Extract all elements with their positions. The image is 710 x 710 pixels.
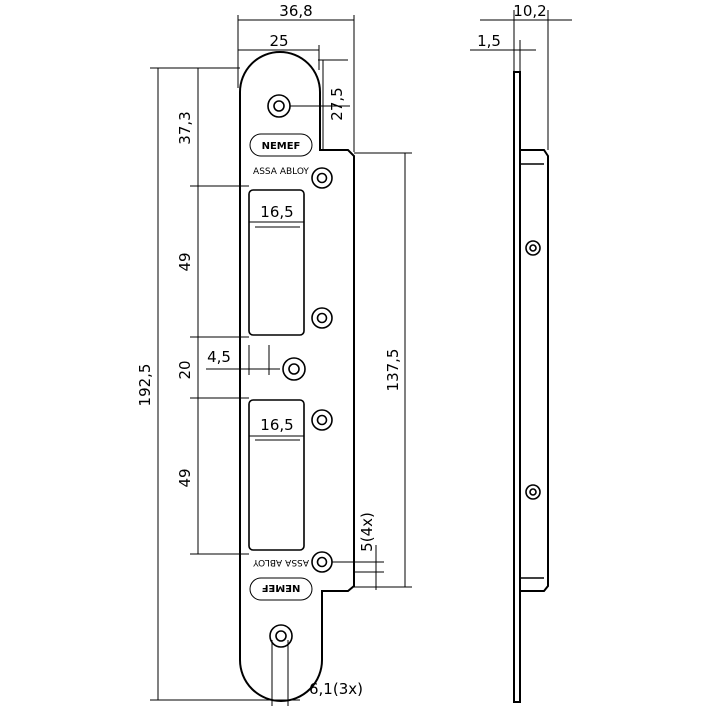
- dim-top-height: 37,3: [176, 111, 194, 144]
- svg-text:ASSA ABLOY: ASSA ABLOY: [253, 167, 309, 177]
- screw-hole-flange-3: [311, 409, 333, 431]
- front-dimensions: 36,8 25 192,5 37,3 49 20 49 16,5 16,5: [136, 2, 412, 706]
- side-view: [513, 71, 549, 703]
- screw-hole-flange-2: [311, 307, 333, 329]
- dim-flange-height: 137,5: [384, 349, 402, 392]
- side-flange: [520, 149, 549, 592]
- dim-hole-diameter: 6,1(3x): [309, 680, 363, 698]
- dim-lower-slot-width: 16,5: [260, 416, 293, 434]
- dim-side-thickness: 1,5: [477, 32, 501, 50]
- side-plate: [513, 71, 521, 703]
- dim-inner-width: 25: [269, 32, 288, 50]
- dim-lower-slot-height: 49: [176, 468, 194, 487]
- dim-upper-slot-height: 49: [176, 252, 194, 271]
- side-hole-lower: [525, 484, 541, 500]
- dim-hole-spacing: 5(4x): [358, 512, 376, 552]
- brand-logo-bottom: NEMEF ASSA ABLOY: [249, 557, 313, 601]
- side-hole-upper: [525, 240, 541, 256]
- front-view: NEMEF ASSA ABLOY NEMEF ASSA ABLOY: [239, 51, 355, 702]
- dim-hole-offset: 27,5: [328, 87, 346, 120]
- svg-text:NEMEF: NEMEF: [262, 582, 301, 593]
- upper-strike-slot: [248, 189, 305, 336]
- dim-top-width: 36,8: [279, 2, 312, 20]
- plate-outline: [239, 51, 355, 702]
- dim-total-height: 192,5: [136, 364, 154, 407]
- dim-upper-slot-width: 16,5: [260, 203, 293, 221]
- side-dimensions: 10,2 1,5: [470, 2, 572, 150]
- dim-middle-gap: 20: [176, 360, 194, 379]
- screw-hole-top: [267, 94, 291, 118]
- screw-hole-flange-4: [311, 551, 333, 573]
- brand-logo-top: NEMEF ASSA ABLOY: [249, 133, 313, 177]
- svg-text:ASSA ABLOY: ASSA ABLOY: [253, 557, 309, 567]
- svg-text:NEMEF: NEMEF: [262, 141, 301, 152]
- dim-side-depth: 10,2: [513, 2, 546, 20]
- screw-hole-bottom: [269, 624, 293, 648]
- screw-hole-middle: [282, 357, 306, 381]
- screw-hole-flange-1: [311, 167, 333, 189]
- dim-small-offset: 4,5: [207, 348, 231, 366]
- lower-strike-slot: [248, 399, 305, 551]
